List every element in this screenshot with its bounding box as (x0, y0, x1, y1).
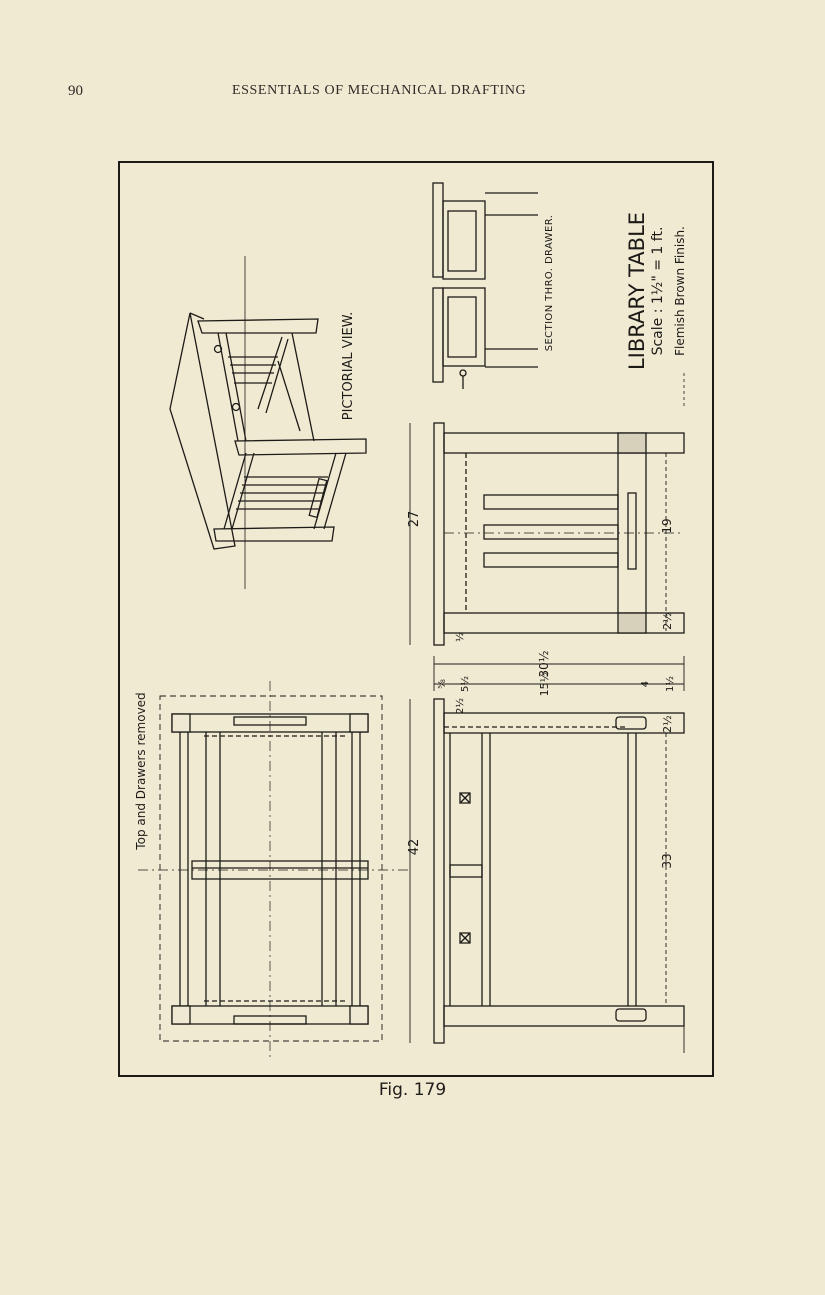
dim-span-19: 19 (660, 518, 674, 533)
dim-thick-1-2: ½ (454, 632, 466, 642)
plan-view-label: Top and Drawers removed (134, 692, 148, 850)
drawer-section (432, 182, 538, 389)
dim-width-27: 27 (407, 511, 422, 528)
dim-rail-1-1-2: 1½ (664, 676, 676, 692)
plan-view (138, 681, 408, 1059)
dim-leg-2-1-2-a: 2½ (661, 612, 674, 630)
dim-span-33: 33 (660, 853, 674, 868)
dim-leg-2-1-2-b: 2½ (661, 715, 674, 733)
dim-top-2-1-2: 2½ (454, 698, 466, 714)
pictorial-view (169, 256, 367, 589)
drawing-finish: Flemish Brown Finish. (673, 226, 687, 356)
drawing-scale: Scale : 1½" = 1 ft. (650, 227, 666, 356)
running-head: ESSENTIALS OF MECHANICAL DRAFTING (232, 83, 527, 98)
dim-rail-5-1-2: 5½ (459, 676, 471, 692)
dim-rail-5-8: ⅝ (437, 679, 448, 689)
end-elevation (409, 422, 685, 646)
page-header: 90 ESSENTIALS OF MECHANICAL DRAFTING (0, 80, 825, 104)
dimension-chain (433, 656, 685, 691)
dim-rail-15-1-2: 15½ (538, 672, 551, 697)
drawing-plate: PICTORIAL VIEW. SECTION THRO. DRAWER. LI… (118, 161, 714, 1077)
front-elevation (409, 698, 685, 1053)
dim-rail-4: 4 (640, 681, 651, 687)
drawing-svg: PICTORIAL VIEW. SECTION THRO. DRAWER. LI… (118, 161, 714, 1077)
figure-caption: Fig. 179 (378, 1080, 447, 1100)
dim-height-42: 42 (407, 839, 422, 856)
page-number: 90 (68, 83, 83, 99)
drawing-title: LIBRARY TABLE (625, 212, 649, 370)
drawer-section-label: SECTION THRO. DRAWER. (544, 215, 555, 352)
dim-overall-30-1-2: 30½ (537, 651, 551, 678)
pictorial-view-label: PICTORIAL VIEW. (341, 312, 356, 421)
plate-border (118, 161, 714, 1077)
